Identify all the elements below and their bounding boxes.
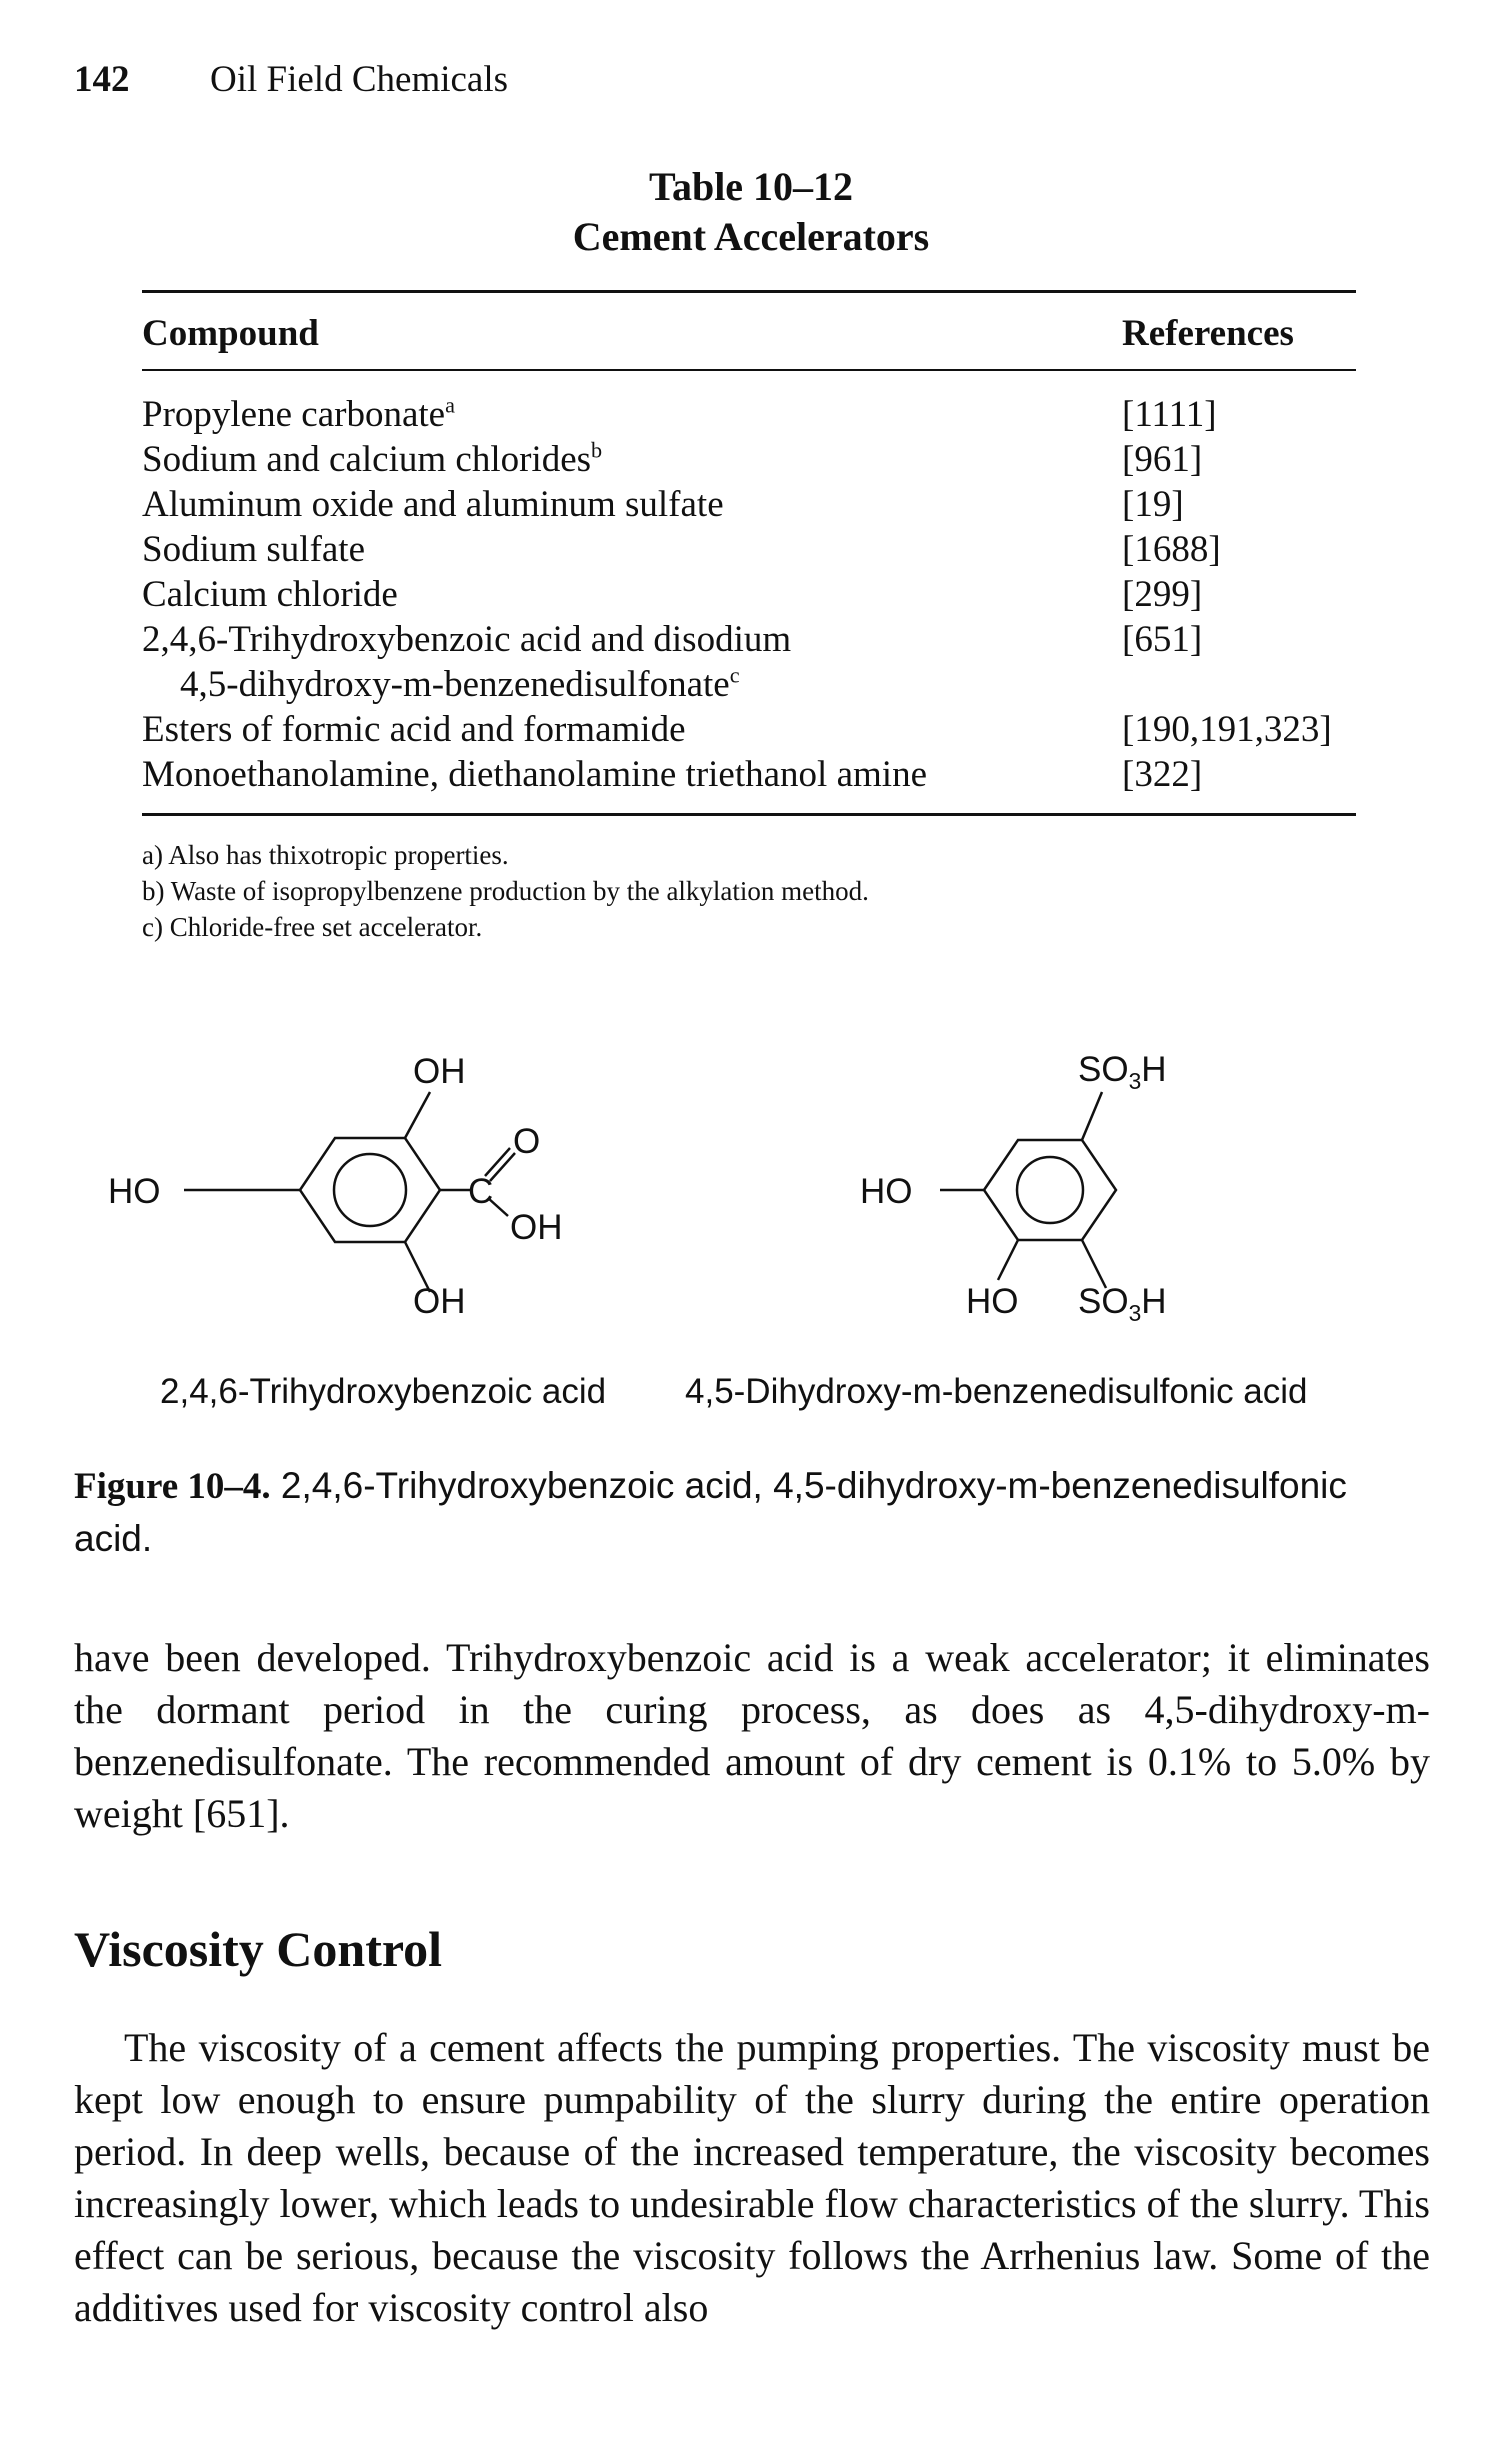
hydroxyl-label: OH [413, 1052, 466, 1091]
footnote-mark: a [445, 392, 455, 418]
table-header-rule [142, 369, 1356, 371]
table-footnote: b) Waste of isopropylbenzene production … [142, 876, 869, 906]
reference-cell: [1111] [1122, 394, 1217, 435]
molecule-name-2: 4,5-Dihydroxy-m-benzenedisulfonic acid [685, 1372, 1308, 1411]
benzene-ring-structure-2 [940, 1091, 1118, 1289]
compound-cell: 2,4,6-Trihydroxybenzoic acid and disodiu… [142, 619, 792, 660]
column-header-references: References [1122, 313, 1294, 354]
figure-caption: Figure 10–4. 2,4,6-Trihydroxybenzoic aci… [74, 1460, 1430, 1565]
figure-label: Figure 10–4. [74, 1466, 271, 1507]
compound-cell: Sodium sulfate [142, 529, 366, 570]
reference-cell: [651] [1122, 619, 1203, 660]
reference-cell: [190,191,323] [1122, 709, 1332, 750]
table-title: Cement Accelerators [572, 214, 930, 259]
hydroxyl-label: HO [108, 1172, 161, 1211]
reference-cell: [322] [1122, 754, 1203, 795]
compound-cell: 4,5-dihydroxy-m-benzenedisulfonate [180, 664, 730, 705]
molecule-name-1: 2,4,6-Trihydroxybenzoic acid [160, 1372, 607, 1411]
table-row: Aluminum oxide and aluminum sulfate [19] [142, 483, 1356, 528]
carbon-label: C [468, 1172, 494, 1211]
table-number: Table 10–12 [648, 164, 854, 209]
body-paragraph: The viscosity of a cement affects the pu… [74, 2022, 1430, 2334]
hydroxyl-label: HO [860, 1172, 913, 1211]
compound-cell: Sodium and calcium chlorides [142, 439, 592, 480]
structure-trihydroxybenzoic-acid: OH HO OH C O OH [108, 1030, 630, 1330]
reference-cell: [1688] [1122, 529, 1221, 570]
page-number: 142 [74, 59, 130, 100]
reference-cell: [299] [1122, 574, 1203, 615]
table-footnote: a) Also has thixotropic properties. [142, 840, 509, 870]
hydroxyl-label: OH [510, 1208, 563, 1247]
table-row: Sodium sulfate [1688] [142, 528, 1356, 573]
body-paragraph: have been developed. Trihydroxybenzoic a… [74, 1632, 1430, 1840]
sulfonic-acid-label: SO3H [1078, 1282, 1167, 1326]
table-row: 2,4,6-Trihydroxybenzoic acid and disodiu… [142, 618, 1356, 663]
reference-cell: [19] [1122, 484, 1184, 525]
section-heading: Viscosity Control [74, 1921, 443, 1977]
table-footnote: c) Chloride-free set accelerator. [142, 912, 483, 942]
column-header-compound: Compound [142, 313, 319, 354]
running-title: Oil Field Chemicals [210, 59, 509, 100]
sulfonic-acid-label: SO3H [1078, 1050, 1167, 1094]
compound-cell: Propylene carbonate [142, 394, 446, 435]
table-row: Monoethanolamine, diethanolamine trietha… [142, 753, 1356, 798]
paragraph-text: The viscosity of a cement affects the pu… [74, 2025, 1430, 2330]
oxygen-label: O [513, 1122, 541, 1161]
figure-caption-text: 2,4,6-Trihydroxybenzoic acid, 4,5-dihydr… [74, 1465, 1347, 1559]
compound-cell: Esters of formic acid and formamide [142, 709, 686, 750]
table-bottom-rule [142, 813, 1356, 816]
compound-cell: Monoethanolamine, diethanolamine trietha… [142, 754, 927, 795]
table-row: Sodium and calcium chloridesb [961] [142, 438, 1356, 483]
structure-dihydroxy-benzenedisulfonic-acid: SO3H HO HO SO3H [860, 1030, 1320, 1330]
table-row: Esters of formic acid and formamide [190… [142, 708, 1356, 753]
hydroxyl-label: HO [966, 1282, 1019, 1321]
table-row: 4,5-dihydroxy-m-benzenedisulfonatec [142, 663, 1356, 708]
table-row: Calcium chloride [299] [142, 573, 1356, 618]
table-row: Propylene carbonatea [1111] [142, 393, 1356, 438]
reference-cell: [961] [1122, 439, 1203, 480]
footnote-mark: c [729, 662, 740, 688]
compound-cell: Calcium chloride [142, 574, 398, 615]
paragraph-text: have been developed. Trihydroxybenzoic a… [74, 1635, 1430, 1836]
benzene-ring-structure-1 [184, 1091, 516, 1293]
compound-cell: Aluminum oxide and aluminum sulfate [142, 484, 724, 525]
hydroxyl-label: OH [413, 1282, 466, 1321]
table-top-rule [142, 290, 1356, 293]
footnote-mark: b [591, 437, 603, 463]
